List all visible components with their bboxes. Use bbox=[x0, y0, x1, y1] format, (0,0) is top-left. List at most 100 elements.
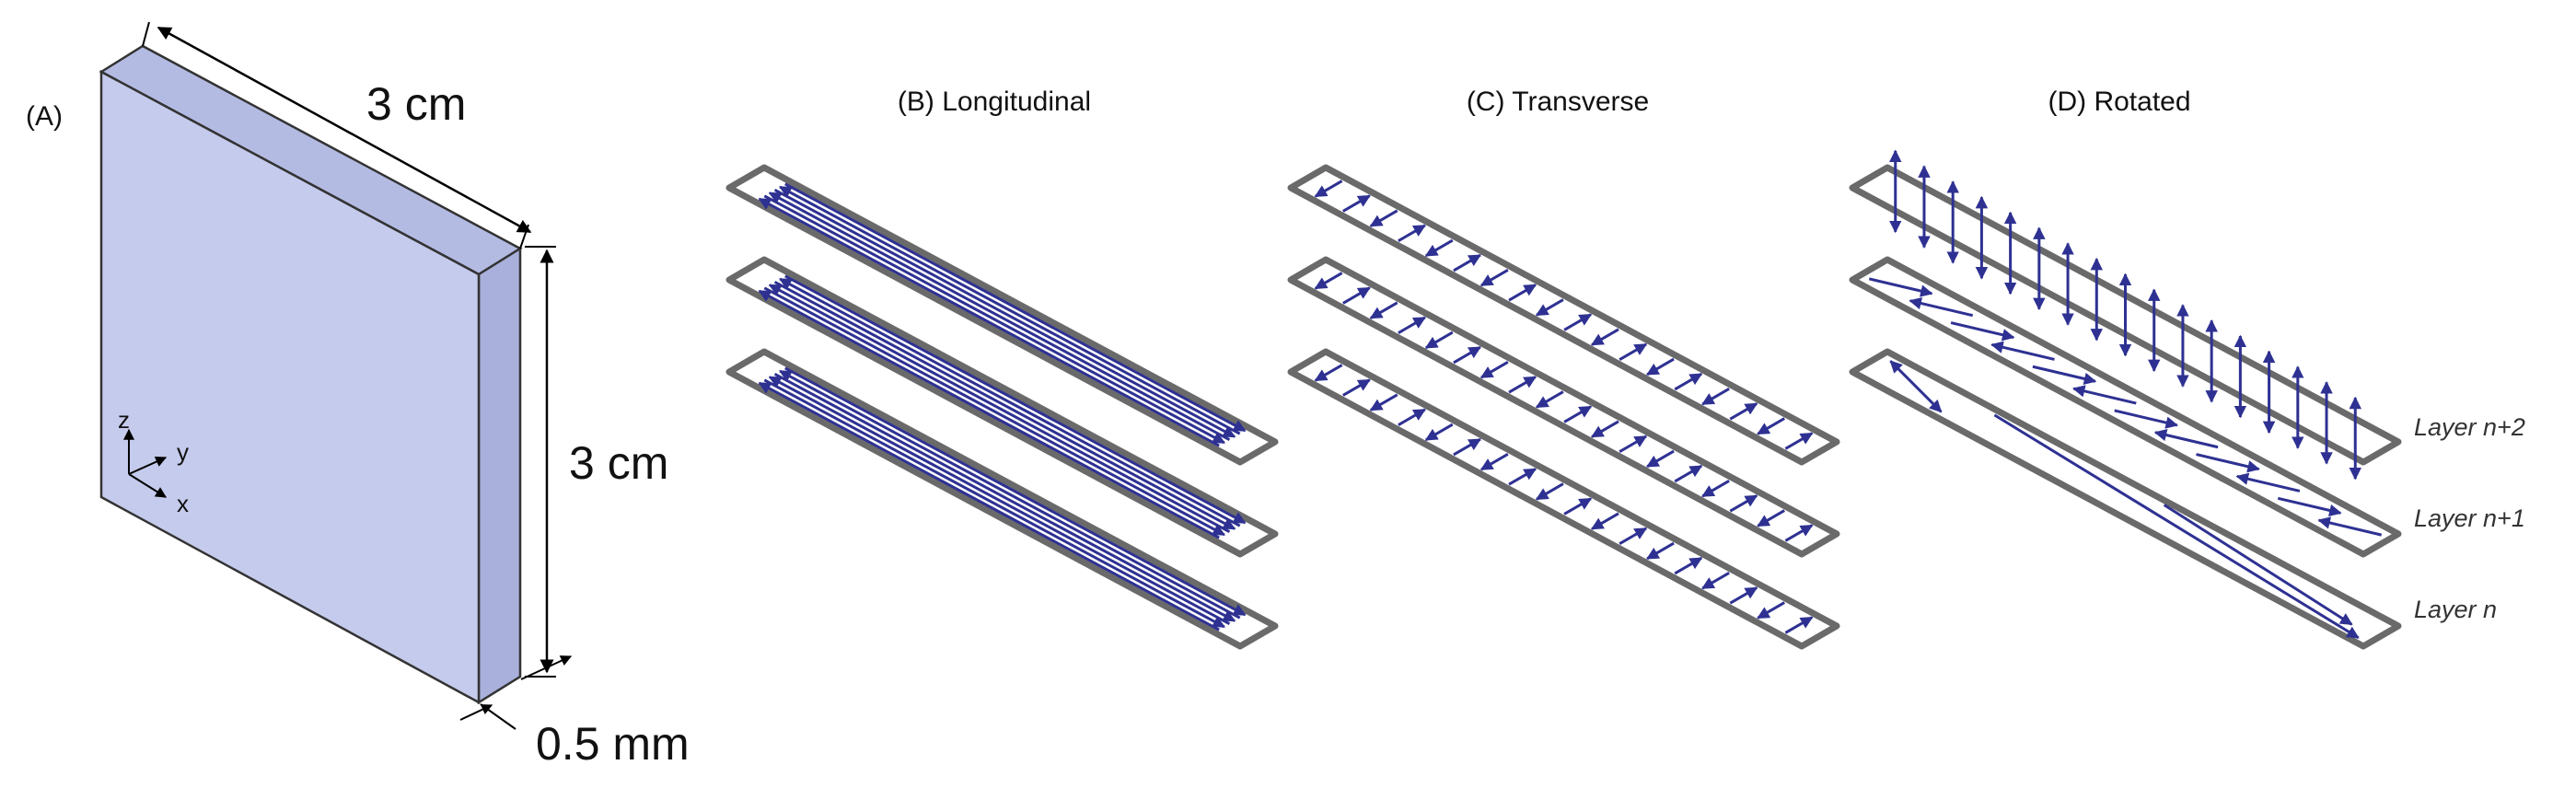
raster-arrow bbox=[1729, 402, 1758, 421]
raster-arrow bbox=[1729, 586, 1758, 605]
raster-arrow bbox=[2317, 516, 2383, 537]
layer-middle bbox=[1287, 256, 1840, 558]
raster-arrow bbox=[1508, 468, 1537, 486]
raster-arrow bbox=[1563, 313, 1593, 331]
raster-arrow bbox=[778, 369, 1241, 620]
layer-bottom bbox=[1849, 348, 2402, 650]
raster-arrow bbox=[1590, 512, 1619, 530]
raster-arrow bbox=[1398, 316, 1426, 334]
raster-arrow bbox=[1701, 388, 1730, 406]
raster-arrow bbox=[773, 280, 1236, 530]
panel-a: (A) 3 cm 3 cm 0.5 mm bbox=[26, 21, 690, 770]
raster-arrow bbox=[1453, 253, 1481, 272]
raster-arrow bbox=[768, 191, 1231, 442]
raster-arrow bbox=[1508, 376, 1537, 394]
raster-arrow bbox=[2277, 496, 2342, 517]
raster-arrow bbox=[1424, 330, 1454, 350]
raster-arrow bbox=[2235, 472, 2301, 492]
raster-arrow bbox=[1784, 432, 1814, 450]
panel-c-title: (C) Transverse bbox=[1467, 87, 1649, 117]
layer-top bbox=[1287, 164, 1840, 466]
raster-arrow bbox=[784, 274, 1247, 525]
raster-arrow bbox=[1701, 480, 1730, 498]
raster-arrow bbox=[1729, 494, 1758, 513]
panel-a-label: (A) bbox=[26, 101, 63, 132]
panel-b bbox=[725, 164, 1279, 650]
x-axis bbox=[128, 473, 168, 498]
x-axis-label: x bbox=[177, 490, 189, 517]
layer-plate bbox=[725, 256, 1279, 558]
panel-b-title: (B) Longitudinal bbox=[898, 87, 1091, 117]
raster-arrow bbox=[1453, 345, 1481, 365]
raster-arrow bbox=[778, 185, 1241, 435]
axis-triad: z y x bbox=[118, 406, 189, 517]
raster-arrow bbox=[1398, 224, 1426, 242]
raster-arrow bbox=[1590, 420, 1619, 438]
layer-middle bbox=[1849, 256, 2402, 558]
layer-plate bbox=[1849, 348, 2402, 650]
raster-arrow bbox=[1535, 298, 1564, 317]
layer-label-middle: Layer n+1 bbox=[2414, 504, 2525, 532]
raster-arrow bbox=[784, 366, 1247, 617]
raster-arrow bbox=[768, 376, 1231, 626]
raster-arrow bbox=[758, 381, 1220, 632]
layer-label-top: Layer n+2 bbox=[2414, 413, 2525, 441]
raster-arrow bbox=[1453, 437, 1481, 457]
raster-arrow bbox=[1889, 360, 1943, 413]
raster-arrow bbox=[1563, 405, 1593, 423]
raster-arrow bbox=[1993, 413, 2360, 640]
width-label: 3 cm bbox=[366, 78, 466, 130]
raster-arrow bbox=[1950, 321, 2015, 342]
raster-arrow bbox=[1369, 393, 1398, 411]
raster-arrow bbox=[1342, 378, 1371, 397]
raster-arrow bbox=[2153, 428, 2219, 449]
raster-arrow bbox=[1701, 572, 1730, 590]
raster-arrow bbox=[1619, 435, 1648, 453]
raster-arrow bbox=[2032, 365, 2097, 386]
panel-d-title: (D) Rotated bbox=[2048, 87, 2190, 117]
raster-arrow bbox=[763, 286, 1226, 537]
raster-arrow bbox=[1757, 417, 1785, 435]
layer-plate bbox=[725, 348, 1279, 650]
thickness-leader bbox=[480, 703, 516, 730]
height-dimension: 3 cm bbox=[525, 246, 668, 678]
raster-arrow bbox=[1646, 357, 1675, 377]
raster-arrow bbox=[1369, 301, 1398, 319]
layer-top bbox=[725, 164, 1279, 466]
raster-arrow bbox=[768, 284, 1231, 534]
layer-bottom bbox=[725, 348, 1279, 650]
raster-arrow bbox=[1314, 272, 1343, 290]
raster-arrow bbox=[1535, 482, 1564, 501]
raster-arrow bbox=[1868, 277, 1933, 297]
raster-arrow bbox=[1314, 180, 1343, 198]
raster-arrow bbox=[1479, 269, 1509, 287]
raster-arrow bbox=[2196, 453, 2260, 473]
y-axis bbox=[128, 456, 168, 475]
raster-arrow bbox=[784, 182, 1247, 433]
sample-block bbox=[99, 44, 523, 705]
raster-arrow bbox=[778, 277, 1241, 527]
panel-d bbox=[1849, 149, 2402, 650]
layer-bottom bbox=[1287, 348, 1840, 650]
raster-arrow bbox=[1479, 453, 1509, 471]
width-dimension: 3 cm bbox=[142, 21, 532, 249]
z-axis-label: z bbox=[118, 406, 130, 434]
layer-plate bbox=[1287, 256, 1840, 558]
raster-arrow bbox=[1590, 328, 1619, 346]
layer-plate bbox=[1287, 164, 1840, 466]
raster-arrow bbox=[1369, 209, 1398, 227]
raster-arrow bbox=[758, 197, 1220, 447]
raster-arrow bbox=[1342, 194, 1371, 213]
raster-arrow bbox=[1646, 541, 1675, 561]
raster-arrow bbox=[1757, 601, 1785, 620]
layer-plate bbox=[1287, 348, 1840, 650]
raster-arrow bbox=[773, 372, 1236, 622]
raster-arrow bbox=[1398, 408, 1426, 426]
raster-arrow bbox=[1646, 449, 1675, 469]
layer-plate bbox=[1849, 256, 2402, 558]
panel-c bbox=[1287, 164, 1840, 650]
raster-arrow bbox=[1342, 286, 1371, 305]
raster-arrow bbox=[1784, 524, 1814, 542]
raster-arrow bbox=[1990, 341, 2055, 361]
